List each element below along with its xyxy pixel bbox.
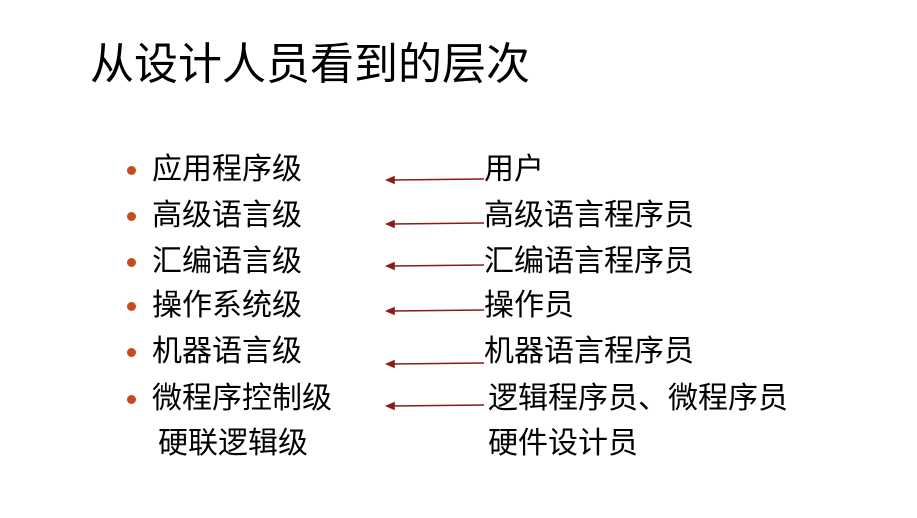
- bullet-icon: [127, 348, 136, 357]
- role-label-hardware-designer: 硬件设计员: [488, 426, 638, 461]
- left-arrow-icon: [384, 359, 485, 369]
- level-label-high-level-language: 高级语言级: [152, 198, 302, 233]
- left-arrow-icon: [384, 219, 485, 229]
- level-label-operating-system: 操作系统级: [152, 288, 302, 323]
- bullet-icon: [127, 258, 136, 267]
- bullet-icon: [127, 302, 136, 311]
- role-label-operator: 操作员: [484, 288, 574, 323]
- role-label-high-level-programmer: 高级语言程序员: [484, 198, 694, 233]
- left-arrow-icon: [384, 306, 485, 316]
- bullet-icon: [127, 212, 136, 221]
- level-label-application: 应用程序级: [152, 152, 302, 187]
- left-arrow-icon: [384, 261, 485, 271]
- level-label-assembly-language: 汇编语言级: [152, 244, 302, 279]
- bullet-icon: [127, 395, 136, 404]
- level-label-microprogram-control: 微程序控制级: [152, 381, 332, 416]
- level-label-hardwired-logic: 硬联逻辑级: [158, 426, 308, 461]
- level-label-machine-language: 机器语言级: [152, 334, 302, 369]
- bullet-icon: [127, 166, 136, 175]
- role-label-machine-programmer: 机器语言程序员: [484, 334, 694, 369]
- role-label-user: 用户: [484, 152, 544, 187]
- role-label-assembly-programmer: 汇编语言程序员: [484, 244, 694, 279]
- left-arrow-icon: [384, 401, 485, 411]
- role-label-logic-microprogrammer: 逻辑程序员、微程序员: [488, 381, 788, 416]
- left-arrow-icon: [384, 175, 485, 185]
- slide-title: 从设计人员看到的层次: [90, 39, 530, 90]
